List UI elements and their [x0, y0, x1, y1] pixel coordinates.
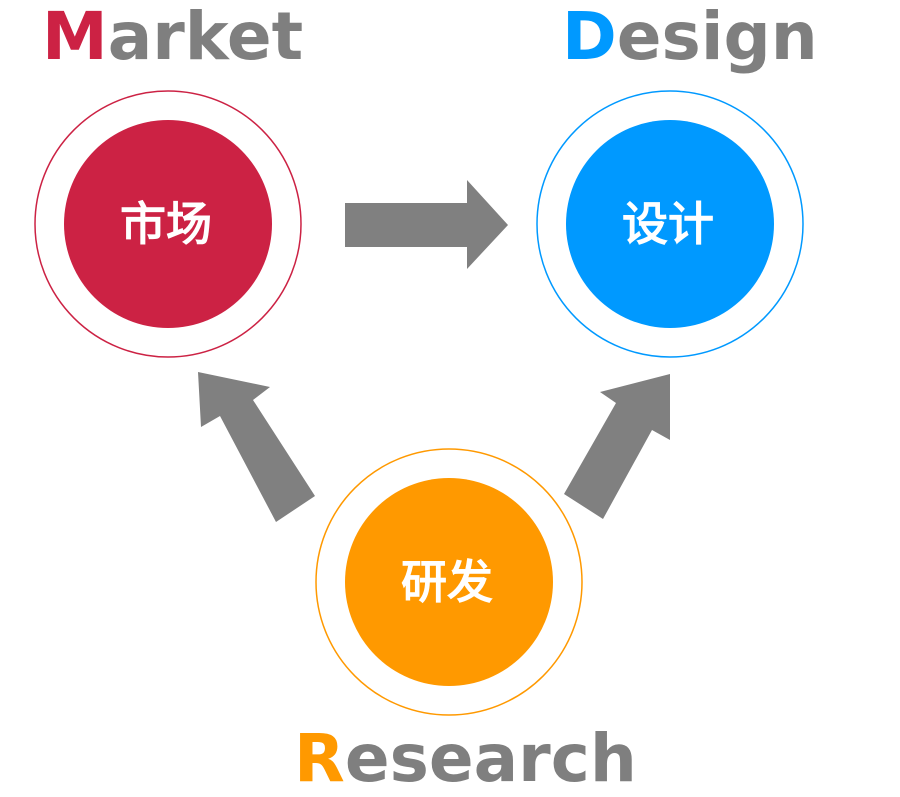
- research-chinese-label: 研发: [401, 555, 493, 609]
- market-chinese-label: 市场: [120, 197, 212, 251]
- market-outer-ring: [34, 90, 302, 358]
- design-outer-ring: [536, 90, 804, 358]
- market-title-initial: M: [42, 0, 108, 75]
- design-node: 设计: [536, 90, 804, 358]
- arrow-market-to-design: [345, 180, 508, 269]
- design-title-initial: D: [562, 0, 617, 75]
- research-node: 研发: [315, 448, 583, 716]
- research-title-initial: R: [294, 720, 345, 797]
- design-title-rest: esign: [616, 0, 818, 75]
- research-circle: [345, 478, 553, 686]
- research-title: Research: [294, 726, 637, 792]
- design-circle: [566, 120, 774, 328]
- design-title: Design: [562, 4, 818, 70]
- market-title: Market: [42, 4, 303, 70]
- arrow-research-to-market: [198, 372, 315, 522]
- market-title-rest: arket: [107, 0, 304, 75]
- research-outer-ring: [315, 448, 583, 716]
- design-chinese-label: 设计: [622, 197, 714, 251]
- market-circle: [64, 120, 272, 328]
- market-node: 市场: [34, 90, 302, 358]
- research-title-rest: esearch: [344, 720, 637, 797]
- arrow-research-to-design: [564, 374, 670, 519]
